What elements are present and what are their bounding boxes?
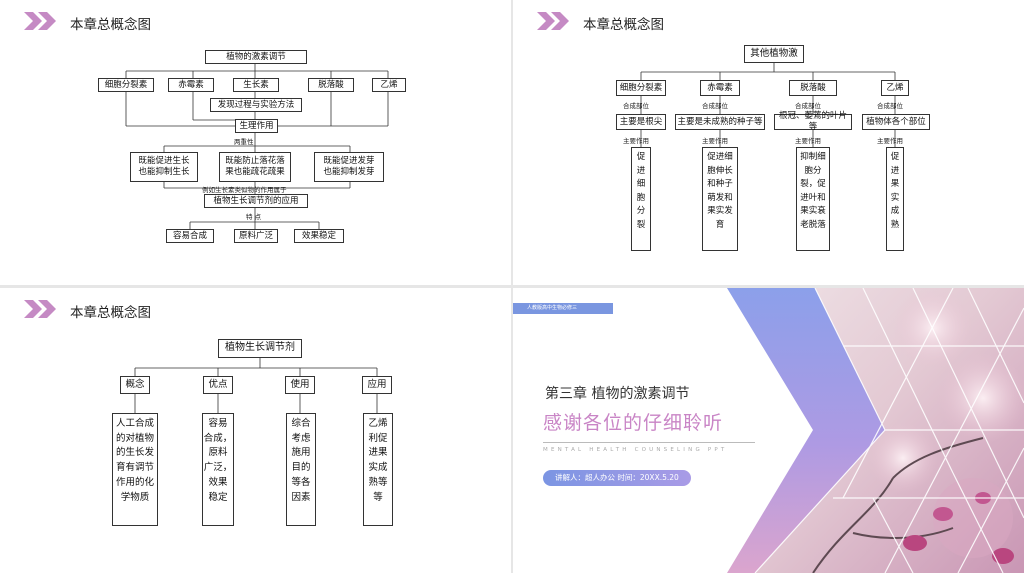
feature-node: 原料广泛: [234, 229, 278, 243]
slide-title: 本章总概念图: [70, 17, 151, 33]
double-chevron-icon: [24, 300, 56, 318]
chapter-title: 第三章 植物的激素调节: [545, 386, 690, 402]
double-chevron-icon: [537, 12, 569, 30]
duality-note: 两重性: [234, 138, 254, 146]
course-ribbon: 人教版高中生物必修三: [513, 303, 613, 314]
hormone-node: 脱落酸: [308, 78, 354, 92]
site-node: 根冠、萎蔫的叶片等: [774, 111, 852, 132]
hormone-node: 赤霉素: [168, 78, 214, 92]
effect-node: 既能促进生长 也能抑制生长: [130, 152, 198, 182]
slide-title: 本章总概念图: [70, 305, 151, 321]
connector-lines: [640, 63, 896, 147]
detail-node: 乙烯 利促 进果 实成 熟等 等: [363, 413, 393, 526]
feature-node: 效果稳定: [294, 229, 344, 243]
slide-title: 本章总概念图: [583, 17, 664, 33]
category-node: 使用: [285, 376, 315, 394]
site-note: 合成部位: [877, 102, 903, 110]
site-node: 植物体各个部位: [862, 114, 930, 130]
root-node: 其他植物激: [744, 45, 804, 63]
physiology-node: 生理作用: [235, 119, 278, 133]
english-subtitle: MENTAL HEALTH COUNSELING PPT: [543, 447, 728, 453]
effect-note: 主要作用: [877, 137, 903, 145]
category-node: 应用: [362, 376, 392, 394]
connector-lines: [134, 358, 378, 413]
effect-note: 主要作用: [702, 137, 728, 145]
features-note: 特 点: [246, 213, 262, 221]
hormone-node: 细胞分裂素: [616, 80, 666, 96]
site-node: 主要是根尖: [616, 114, 666, 130]
hormone-node: 生长素: [233, 78, 279, 92]
slide-hormone-regulation[interactable]: 本章总概念图: [0, 0, 511, 285]
detail-node: 综合 考虑 施用 目的 等各 因素: [286, 413, 316, 526]
effect-note: 主要作用: [623, 137, 649, 145]
hormone-node: 赤霉素: [700, 80, 740, 96]
hormone-node: 脱落酸: [789, 80, 837, 96]
site-note: 合成部位: [623, 102, 649, 110]
effect-node: 既能防止落花落 果也能疏花疏果: [219, 152, 291, 182]
site-note: 合成部位: [702, 102, 728, 110]
double-chevron-icon: [24, 12, 56, 30]
blossom-decoration: [727, 288, 1024, 573]
hormone-node: 乙烯: [881, 80, 909, 96]
hormone-node: 乙烯: [372, 78, 406, 92]
effect-node: 既能促进发芽 也能抑制发芽: [314, 152, 384, 182]
presenter-pill: 讲解人：超人办公 时间：20XX.5.20: [543, 470, 691, 486]
effect-node: 促 进 细 胞 分 裂: [631, 147, 651, 251]
detail-node: 容易 合成， 原料 广泛， 效果 稳定: [202, 413, 234, 526]
connector-lines: [125, 64, 389, 229]
example-note: 例如生长素类似物的作用属于: [202, 186, 287, 194]
discovery-node: 发现过程与实验方法: [210, 98, 302, 112]
effect-node: 抑制细 胞分 裂，促 进叶和 果实衰 老脱落: [796, 147, 830, 251]
root-node: 植物的激素调节: [205, 50, 307, 64]
divider: [543, 442, 755, 443]
effect-node: 促 进 果 实 成 熟: [886, 147, 904, 251]
site-note: 合成部位: [795, 102, 821, 110]
root-node: 植物生长调节剂: [218, 339, 302, 358]
category-node: 概念: [120, 376, 150, 394]
effect-note: 主要作用: [795, 137, 821, 145]
slide-other-hormones[interactable]: 本章总概念图 其他植物激 细胞分裂素 赤霉素 脱落酸 乙烯 合成部位 合成部位 …: [513, 0, 1024, 285]
thanks-heading: 感谢各位的仔细聆听: [543, 412, 724, 434]
category-node: 优点: [203, 376, 233, 394]
effect-node: 促进细 胞伸长 和种子 萌发和 果实发 育: [702, 147, 738, 251]
feature-node: 容易合成: [166, 229, 214, 243]
slide-growth-regulator[interactable]: 本章总概念图 植物生长调节剂 概念 优点 使用 应用 人工合成 的对植物 的生长…: [0, 288, 511, 573]
slide-thanks[interactable]: 人教版高中生物必修三 第三章 植物的激素调节 感谢各位的仔细聆听 MENTAL …: [513, 288, 1024, 573]
application-node: 植物生长调节剂的应用: [204, 194, 308, 208]
detail-node: 人工合成 的对植物 的生长发 育有调节 作用的化 学物质: [112, 413, 158, 526]
hormone-node: 细胞分裂素: [98, 78, 154, 92]
site-node: 主要是未成熟的种子等: [675, 114, 765, 130]
